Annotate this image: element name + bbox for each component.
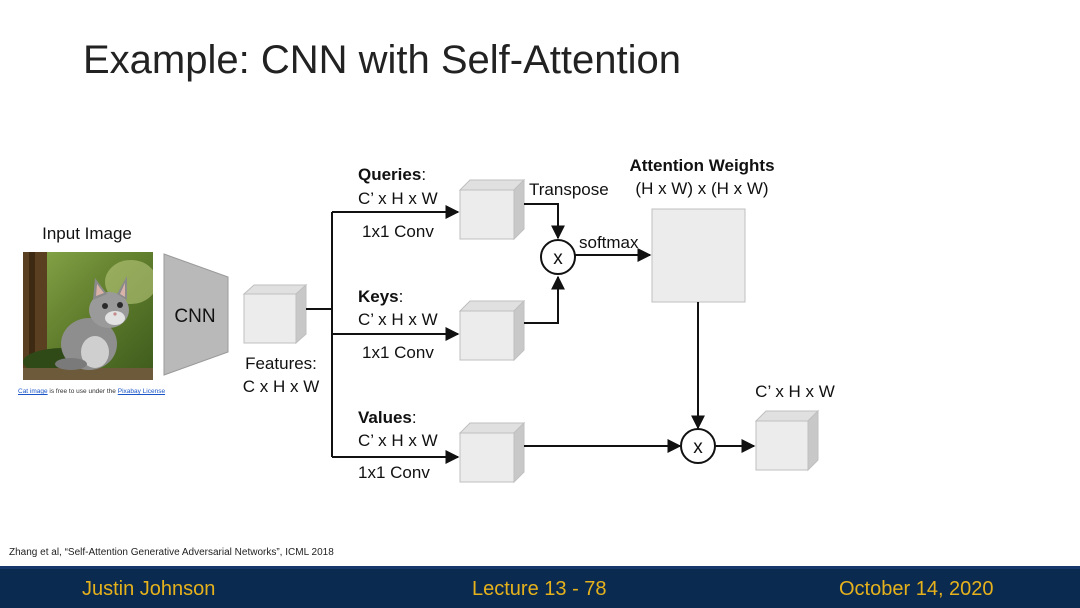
input-image	[23, 252, 153, 380]
multiply-node-1	[540, 239, 576, 275]
values-cube	[458, 421, 526, 484]
footer-lecture: Lecture 13 - 78	[472, 578, 607, 600]
attention-diagram: Input Image CNN Features: C x H x W Quer…	[42, 156, 835, 484]
queries-conv: 1x1 Conv	[362, 222, 434, 241]
footer-author: Justin Johnson	[82, 578, 216, 600]
output-shape: C’ x H x W	[755, 382, 835, 401]
multiply-symbol-2: x	[693, 437, 703, 458]
footer-bar: Justin Johnson Lecture 13 - 78 October 1…	[0, 566, 1080, 608]
queries-label: Queries:	[358, 165, 426, 184]
transpose-label: Transpose	[529, 180, 609, 199]
attention-weights-label: Attention Weights	[629, 156, 774, 175]
softmax-label: softmax	[579, 233, 639, 252]
keys-conv: 1x1 Conv	[362, 343, 434, 362]
footer-date: October 14, 2020	[839, 578, 994, 600]
image-credit-link-cat[interactable]: Cat image	[18, 388, 48, 395]
keys-label: Keys:	[358, 287, 403, 306]
values-shape: C’ x H x W	[358, 431, 438, 450]
keys-shape: C’ x H x W	[358, 310, 438, 329]
values-label: Values:	[358, 408, 417, 427]
attention-weights-matrix	[651, 208, 746, 303]
cnn-label: CNN	[174, 306, 215, 327]
image-credit-link-license[interactable]: Pixabay License	[117, 388, 166, 395]
slide-title: Example: CNN with Self-Attention	[83, 38, 682, 82]
citation: Zhang et al, “Self-Attention Generative …	[9, 547, 334, 558]
keys-cube	[458, 299, 526, 362]
features-shape: C x H x W	[243, 377, 320, 396]
image-credit: Cat image is free to use under the Pixab…	[18, 388, 165, 395]
queries-cube	[458, 178, 526, 241]
cnn-block	[163, 253, 229, 376]
attention-weights-shape: (H x W) x (H x W)	[635, 179, 768, 198]
features-cube	[242, 283, 308, 345]
output-cube	[754, 409, 820, 472]
input-image-label: Input Image	[42, 224, 132, 243]
queries-shape: C’ x H x W	[358, 189, 438, 208]
image-credit-text: is free to use under the	[47, 388, 118, 395]
values-conv: 1x1 Conv	[358, 463, 430, 482]
multiply-symbol-1: x	[553, 248, 563, 269]
features-label: Features:	[245, 354, 317, 373]
